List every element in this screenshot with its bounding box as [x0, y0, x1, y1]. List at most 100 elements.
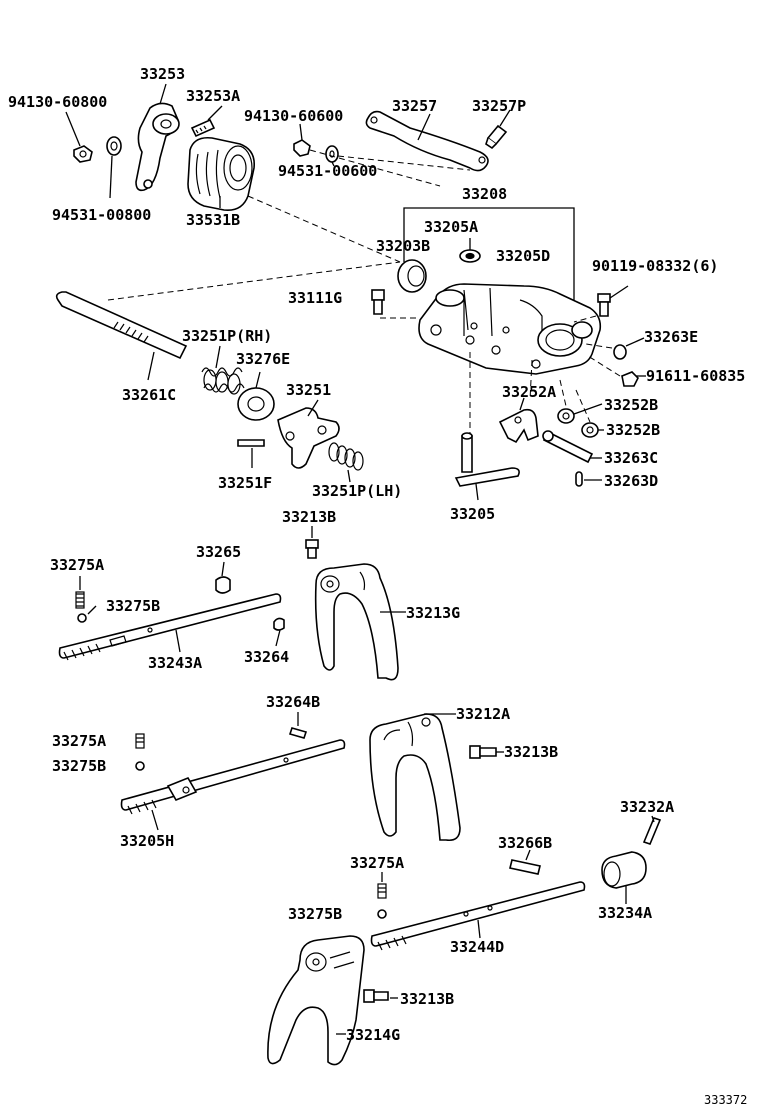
label-94130-60800: 94130-60800 — [8, 93, 107, 111]
label-33257: 33257 — [392, 97, 437, 115]
part-33265-plug — [215, 576, 231, 594]
part-33203B-bushing — [397, 259, 427, 293]
part-33213G-fork — [314, 563, 399, 681]
label-33111G: 33111G — [288, 289, 342, 307]
part-33213B-bolt-2 — [469, 745, 497, 759]
part-33531B-boot — [187, 136, 256, 212]
part-33275B-ball-1 — [77, 613, 87, 623]
label-33275B-2: 33275B — [52, 757, 106, 775]
part-33261C-shaft — [55, 291, 188, 360]
part-33257-link — [365, 110, 489, 172]
label-33213B-1: 33213B — [282, 508, 336, 526]
label-33275A-2: 33275A — [52, 732, 106, 750]
label-33275B-1: 33275B — [106, 597, 160, 615]
part-33264B-pin — [288, 727, 308, 739]
part-33252B-washer-2 — [581, 422, 599, 438]
part-33263C-pin — [542, 430, 594, 464]
part-33275A-spring-3 — [377, 883, 387, 899]
label-33531B: 33531B — [186, 211, 240, 229]
label-33213B-3: 33213B — [400, 990, 454, 1008]
part-33257P-pin — [485, 124, 508, 150]
label-33214G: 33214G — [346, 1026, 400, 1044]
part-33252A-plate — [498, 408, 539, 444]
label-33253A: 33253A — [186, 87, 240, 105]
label-33251P-LH: 33251P(LH) — [312, 482, 402, 500]
part-33253-lever — [135, 102, 180, 192]
part-33252B-washer-1 — [557, 408, 575, 424]
part-33205-lever — [454, 432, 520, 487]
label-33212A: 33212A — [456, 705, 510, 723]
label-33251: 33251 — [286, 381, 331, 399]
part-33232A-pin — [642, 817, 662, 845]
part-33234A-collar — [601, 851, 647, 889]
part-33111G-bolt — [371, 289, 385, 315]
label-33276E: 33276E — [236, 350, 290, 368]
part-33275B-ball-2 — [135, 761, 145, 771]
label-33264: 33264 — [244, 648, 289, 666]
part-94130-60800-nut — [73, 145, 93, 163]
part-33251P-RH-spring — [201, 367, 245, 395]
part-33212A-fork — [369, 713, 461, 842]
label-33213B-2: 33213B — [504, 743, 558, 761]
label-33275A-3: 33275A — [350, 854, 404, 872]
part-33275A-spring-1 — [75, 591, 85, 609]
label-33275B-3: 33275B — [288, 905, 342, 923]
label-33275A-1: 33275A — [50, 556, 104, 574]
part-33253A-pin — [190, 118, 216, 138]
label-33234A: 33234A — [598, 904, 652, 922]
part-33251P-LH-spring — [328, 442, 364, 471]
diagram-code: 333372 — [704, 1093, 747, 1107]
label-33265: 33265 — [196, 543, 241, 561]
part-33251F-pin — [237, 439, 265, 447]
label-33232A: 33232A — [620, 798, 674, 816]
part-90119-08332-bolt — [597, 293, 611, 317]
label-33264B: 33264B — [266, 693, 320, 711]
part-94130-60600-nut — [293, 139, 311, 157]
label-33251P-RH: 33251P(RH) — [182, 327, 272, 345]
label-33243A: 33243A — [148, 654, 202, 672]
label-91611-60835: 91611-60835 — [646, 367, 745, 385]
part-33213B-bolt-3 — [363, 989, 389, 1003]
part-91611-60835-bolt — [621, 371, 639, 387]
part-33275A-spring-2 — [135, 733, 145, 749]
part-94531-00800-washer — [106, 136, 122, 156]
label-33252A: 33252A — [502, 383, 556, 401]
label-33244D: 33244D — [450, 938, 504, 956]
label-33205: 33205 — [450, 505, 495, 523]
part-33264-pin — [273, 617, 285, 631]
part-33251-lever — [277, 407, 340, 469]
label-33213G: 33213G — [406, 604, 460, 622]
part-33244D-shaft — [370, 881, 586, 951]
label-33266B: 33266B — [498, 834, 552, 852]
label-33263C: 33263C — [604, 449, 658, 467]
label-33257P: 33257P — [472, 97, 526, 115]
label-94130-60600: 94130-60600 — [244, 107, 343, 125]
part-33266B-pin — [509, 859, 541, 875]
label-33252B-2: 33252B — [606, 421, 660, 439]
label-33203B: 33203B — [376, 237, 430, 255]
label-33263E: 33263E — [644, 328, 698, 346]
label-94531-00800: 94531-00800 — [52, 206, 151, 224]
part-33214G-fork — [267, 935, 365, 1066]
part-33263D-pin — [575, 471, 583, 487]
label-33205D: 33205D — [496, 247, 550, 265]
part-33208-housing — [418, 283, 602, 375]
label-90119-08332: 90119-08332(6) — [592, 257, 718, 275]
part-33205H-shaft — [120, 739, 346, 815]
part-33213B-bolt-1 — [305, 539, 319, 559]
part-33205D-seal — [459, 249, 481, 263]
label-33261C: 33261C — [122, 386, 176, 404]
label-33208: 33208 — [462, 185, 507, 203]
part-94531-00600-washer — [325, 145, 339, 163]
part-33243A-shaft — [58, 593, 282, 661]
label-33251F: 33251F — [218, 474, 272, 492]
label-33205A: 33205A — [424, 218, 478, 236]
part-33275B-ball-3 — [377, 909, 387, 919]
label-33205H: 33205H — [120, 832, 174, 850]
label-94531-00600: 94531-00600 — [278, 162, 377, 180]
label-33252B-1: 33252B — [604, 396, 658, 414]
part-33276E-washer — [237, 387, 275, 421]
label-33253: 33253 — [140, 65, 185, 83]
